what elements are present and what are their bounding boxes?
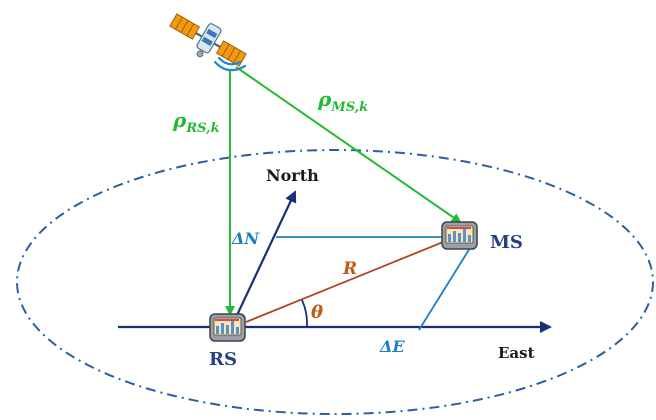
east-label: East xyxy=(498,344,535,362)
coverage-ellipse xyxy=(16,149,654,415)
theta-arc xyxy=(301,299,308,328)
ms-label: MS xyxy=(490,232,523,253)
satellite-icon xyxy=(169,13,247,67)
rho-rs-subscript: RS,k xyxy=(185,121,219,136)
rs-device-icon xyxy=(209,313,246,342)
rs-label: RS xyxy=(209,349,237,370)
rho-rs-symbol: ρ xyxy=(172,108,187,132)
delta-e-line xyxy=(418,247,471,331)
north-axis xyxy=(229,190,297,331)
ms-device-icon xyxy=(441,221,478,250)
rho-ms-subscript: MS,k xyxy=(330,100,368,115)
delta-n-label: ΔN xyxy=(231,229,260,248)
signal-waves-icon xyxy=(213,56,247,72)
r-label: R xyxy=(342,259,357,279)
range-arrow-ms xyxy=(235,66,462,224)
baseline-r xyxy=(245,239,449,323)
rho-ms-label: ρMS,k xyxy=(317,87,368,115)
rho-ms-symbol: ρ xyxy=(317,87,332,111)
rho-rs-label: ρRS,k xyxy=(172,108,220,136)
delta-e-label: ΔE xyxy=(379,337,405,356)
north-label: North xyxy=(266,166,319,185)
theta-label: θ xyxy=(311,302,323,323)
